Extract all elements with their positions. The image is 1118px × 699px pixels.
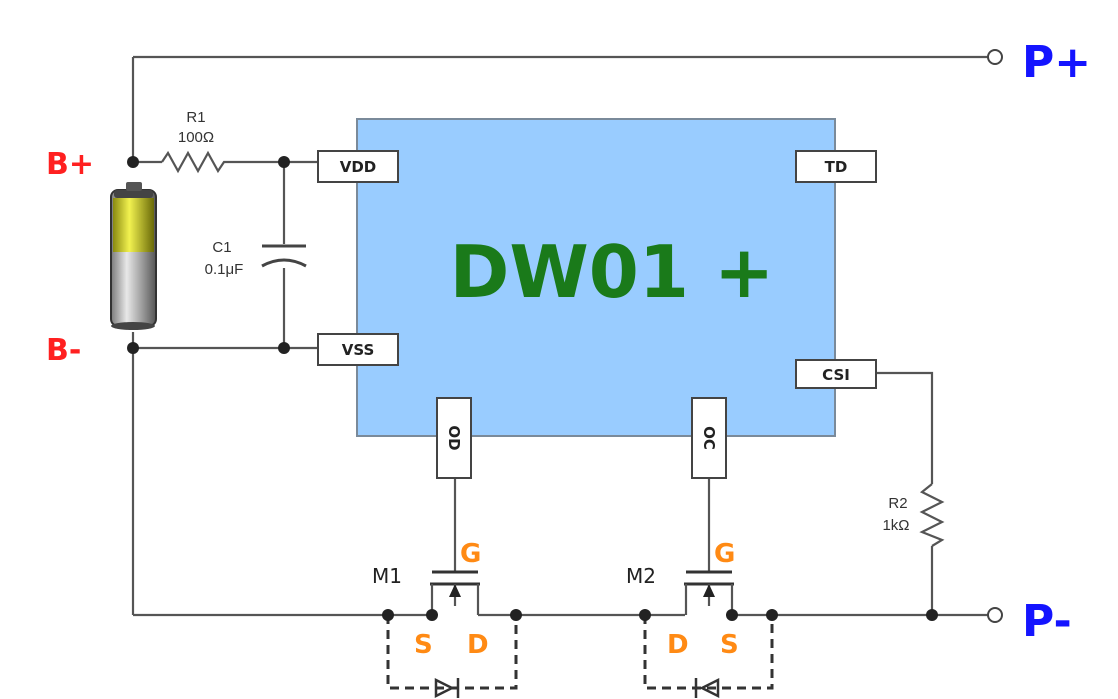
- p-plus-label: P+: [1022, 37, 1091, 88]
- pin-od-label: OD: [445, 425, 463, 450]
- r2-resistor: [919, 483, 945, 547]
- pin-vss: VSS: [317, 333, 399, 366]
- r2-value: 1kΩ: [882, 517, 909, 534]
- mosfet-m1: [430, 570, 480, 615]
- r1-value: 100Ω: [178, 129, 214, 146]
- m2-body-diode: [643, 615, 774, 699]
- r1-resistor: [161, 150, 230, 174]
- dw01-chip: [356, 118, 836, 437]
- m1-ref: M1: [372, 564, 402, 588]
- pin-vdd: VDD: [317, 150, 399, 183]
- m2-ref: M2: [626, 564, 656, 588]
- c1-capacitor: [261, 244, 307, 268]
- b-plus-label: B+: [46, 147, 94, 182]
- m2-source-label: S: [720, 630, 739, 660]
- pin-td-label: TD: [825, 158, 848, 176]
- c1-ref: C1: [212, 239, 231, 256]
- p-minus-terminal: [987, 607, 1003, 623]
- pin-vdd-label: VDD: [340, 158, 377, 176]
- r2-ref: R2: [888, 495, 907, 512]
- pin-vss-label: VSS: [342, 341, 375, 359]
- battery: [110, 182, 157, 330]
- pin-csi: CSI: [795, 359, 877, 389]
- m1-body-diode: [386, 615, 518, 699]
- c1-value: 0.1μF: [205, 261, 244, 278]
- m2-drain-label: D: [667, 630, 689, 660]
- m1-source-label: S: [414, 630, 433, 660]
- p-minus-label: P-: [1022, 596, 1072, 647]
- pin-oc-label: OC: [700, 426, 718, 450]
- pin-td: TD: [795, 150, 877, 183]
- m1-drain-label: D: [467, 630, 489, 660]
- m2-gate-label: G: [714, 539, 735, 569]
- b-minus-label: B-: [46, 333, 81, 368]
- r1-ref: R1: [186, 109, 205, 126]
- junction-dots: [127, 156, 938, 621]
- mosfet-m2: [684, 570, 734, 615]
- m1-gate-label: G: [460, 539, 481, 569]
- p-plus-terminal: [987, 49, 1003, 65]
- pin-oc: OC: [691, 397, 727, 479]
- pin-csi-label: CSI: [822, 366, 850, 384]
- chip-name: DW01 +: [450, 230, 775, 314]
- pin-od: OD: [436, 397, 472, 479]
